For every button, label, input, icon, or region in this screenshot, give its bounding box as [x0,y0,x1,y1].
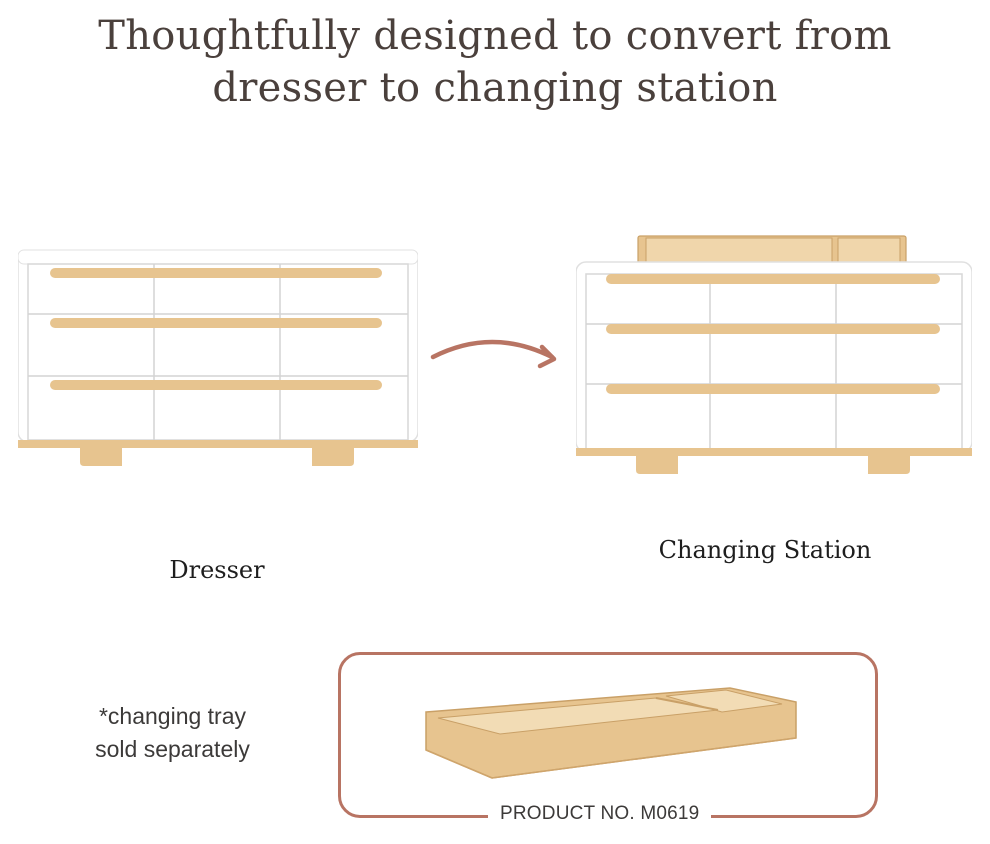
page-title: Thoughtfully designed to convert from dr… [0,10,990,114]
page-title-line-1: Thoughtfully designed to convert from [98,13,892,59]
page-title-line-2: dresser to changing station [212,65,778,111]
tray-note-line-2: sold separately [95,736,250,762]
changing-station-caption: Changing Station [658,536,872,564]
changing-station-illustration [576,235,972,474]
dresser-caption: Dresser [169,556,265,584]
dresser-illustration [18,249,418,466]
tray-note-line-1: *changing tray [98,703,247,729]
curved-arrow-right-icon [430,339,557,369]
tray-note: *changing tray sold separately [60,700,285,766]
product-number: PRODUCT NO. M0619 [488,803,712,825]
changing-tray-illustration [425,687,797,779]
